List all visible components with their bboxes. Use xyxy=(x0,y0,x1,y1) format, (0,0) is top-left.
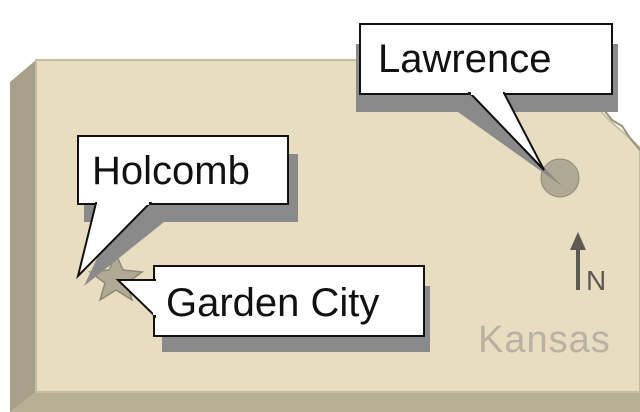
state-label: Kansas xyxy=(478,319,611,361)
callout-holcomb: Holcomb xyxy=(76,135,298,286)
north-arrow-icon xyxy=(570,232,586,290)
state-block-side xyxy=(10,60,36,412)
lawrence-label: Lawrence xyxy=(378,37,551,81)
state-block-bottom xyxy=(10,392,640,412)
lawrence-circle-marker xyxy=(540,158,580,198)
holcomb-label: Holcomb xyxy=(92,149,250,193)
garden-city-label: Garden City xyxy=(166,281,379,325)
callout-garden-city: Garden City xyxy=(115,265,430,352)
north-label: N xyxy=(586,265,606,296)
callout-lawrence: Lawrence xyxy=(356,23,618,186)
